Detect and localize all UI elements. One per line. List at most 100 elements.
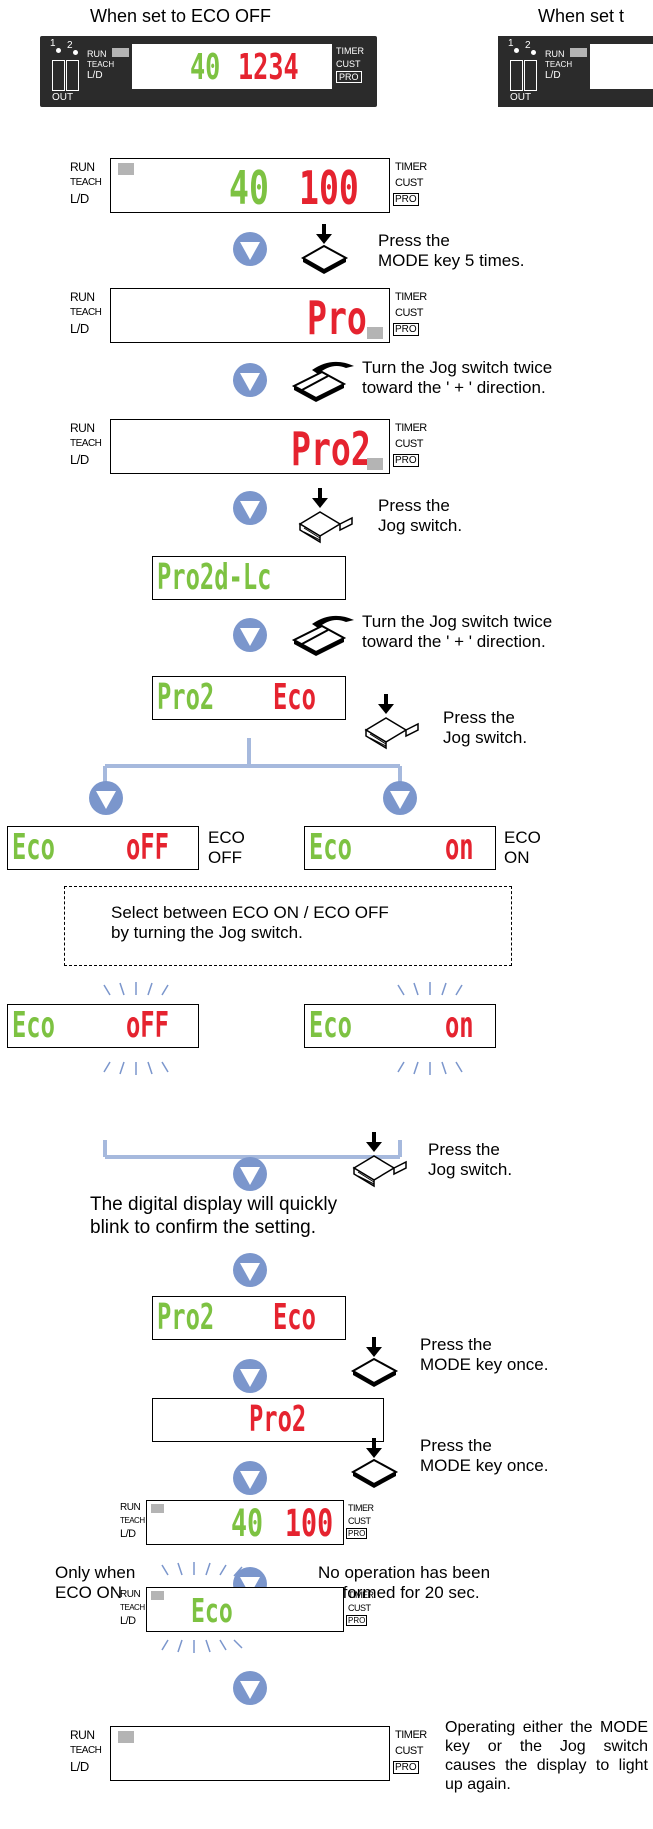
down-arrow-icon: [233, 232, 267, 266]
red-value: oFF: [126, 1005, 169, 1046]
ld-label: L/D: [87, 70, 103, 81]
pro-label: PRO: [393, 454, 419, 467]
pro-label: PRO: [336, 71, 362, 83]
down-arrow-icon: [233, 1461, 267, 1495]
blink-note-text: The digital display will quickly blink t…: [90, 1194, 338, 1238]
run-label: RUN: [120, 1502, 141, 1513]
pro-label: PRO: [393, 323, 419, 336]
down-arrow-icon: [233, 1671, 267, 1705]
lcd-window: Pro: [110, 288, 390, 343]
out-2-led-icon: [531, 50, 536, 55]
device-top-left: 1 2 OUT RUN TEACH L/D 40 1234 TIMER CUST…: [40, 36, 377, 107]
lcd-window: Pro2: [110, 419, 390, 474]
out-1-led-icon: [514, 48, 519, 53]
green-value: 40: [231, 1502, 264, 1545]
green-value: Eco: [12, 1005, 55, 1046]
timer-label: TIMER: [348, 1590, 374, 1600]
green-value: Pro2d-Lc: [157, 557, 272, 598]
display-eco-off: Eco oFF: [7, 826, 199, 870]
header-eco-on: When set t: [538, 6, 625, 26]
panel-display-11: RUN TEACH L/D Eco TIMER CUST PRO: [120, 1587, 380, 1633]
green-value: Pro2: [157, 1297, 215, 1338]
out-2-led-icon: [73, 50, 78, 55]
down-arrow-icon: [233, 1359, 267, 1393]
select-note-text: Select between ECO ON / ECO OFF by turni…: [111, 903, 389, 942]
out-1-label: 1: [50, 38, 56, 49]
device-top-right: 1 2 OUT RUN TEACH L/D: [498, 36, 653, 107]
green-value: Eco: [309, 1005, 352, 1046]
ld-label: L/D: [120, 1615, 136, 1627]
panel-display-2: RUN TEACH L/D Pro TIMER CUST PRO: [70, 288, 430, 344]
display-eco-on: Eco on: [304, 826, 496, 870]
timer-label: TIMER: [395, 291, 427, 303]
run-label: RUN: [70, 290, 95, 304]
lcd-window: 40 1234: [132, 44, 332, 89]
pro-indicator: [367, 327, 383, 339]
teach-label: TEACH: [70, 1745, 102, 1756]
out-1-label: 1: [508, 38, 514, 49]
red-value: Pro2: [249, 1399, 307, 1440]
ld-label: L/D: [70, 191, 89, 206]
green-value: Eco: [191, 1591, 233, 1630]
red-value: Pro2: [291, 422, 371, 476]
green-value: Pro2: [157, 677, 215, 718]
jog-turn-icon: [291, 615, 354, 656]
step-1-text: Press the MODE key 5 times.: [378, 231, 525, 270]
green-value: Eco: [309, 827, 352, 868]
out-1-indicator-icon: [52, 60, 65, 91]
ld-label: L/D: [70, 321, 89, 336]
header-eco-off: When set to ECO OFF: [90, 6, 272, 26]
final-note-text: Operating either the MODE key or the Jog…: [445, 1719, 648, 1793]
display-pro2-eco: Pro2 Eco: [152, 676, 346, 720]
green-value: Eco: [12, 827, 55, 868]
run-indicator: [570, 48, 587, 57]
red-value: Pro: [307, 291, 367, 345]
out-2-indicator-icon: [66, 60, 79, 91]
lcd-window: Eco: [146, 1587, 344, 1632]
select-note-box: Select between ECO ON / ECO OFF by turni…: [64, 886, 512, 966]
run-indicator: [118, 1731, 134, 1743]
pro-label: PRO: [393, 1761, 419, 1774]
out-2-indicator-icon: [524, 60, 537, 91]
step-6-text: Press the Jog switch.: [428, 1140, 513, 1179]
lcd-window: [110, 1726, 390, 1781]
out-2-label: 2: [525, 40, 531, 51]
ld-label: L/D: [120, 1528, 136, 1540]
teach-label: TEACH: [545, 60, 573, 69]
step-2-text: Turn the Jog switch twice toward the ' +…: [362, 358, 553, 397]
teach-label: TEACH: [70, 177, 102, 188]
mode-key-press-icon: [300, 224, 349, 274]
down-arrow-icon: [89, 781, 123, 815]
step-3-text: Press the Jog switch.: [378, 496, 463, 535]
eco-off-label: ECO OFF: [208, 828, 245, 867]
run-indicator: [151, 1504, 164, 1513]
out-label: OUT: [52, 92, 74, 103]
down-arrow-icon: [233, 1157, 267, 1191]
cust-label: CUST: [348, 1603, 371, 1613]
down-arrow-icon: [233, 491, 267, 525]
pro-label: PRO: [346, 1615, 368, 1626]
display-pro2d-lc: Pro2d-Lc: [152, 556, 346, 600]
eco-on-label: ECO ON: [504, 828, 541, 867]
jog-press-icon: [352, 1132, 407, 1188]
cust-label: CUST: [395, 177, 423, 189]
green-value: 40: [229, 161, 269, 215]
pro-indicator: [367, 458, 383, 470]
run-label: RUN: [87, 49, 107, 59]
panel-display-12: RUN TEACH L/D TIMER CUST PRO: [70, 1726, 430, 1782]
red-value: Eco: [273, 1297, 316, 1338]
jog-press-icon: [298, 488, 353, 544]
green-value: 40: [190, 47, 221, 88]
ld-label: L/D: [70, 452, 89, 467]
teach-label: TEACH: [70, 307, 102, 318]
down-arrow-icon: [233, 1253, 267, 1287]
mode-key-press-icon: [350, 1438, 399, 1488]
timer-label: TIMER: [395, 422, 427, 434]
pro-label: PRO: [346, 1528, 368, 1539]
cust-label: CUST: [395, 1745, 423, 1757]
red-value: oFF: [126, 827, 169, 868]
pro-label: PRO: [393, 193, 419, 206]
run-label: RUN: [70, 421, 95, 435]
